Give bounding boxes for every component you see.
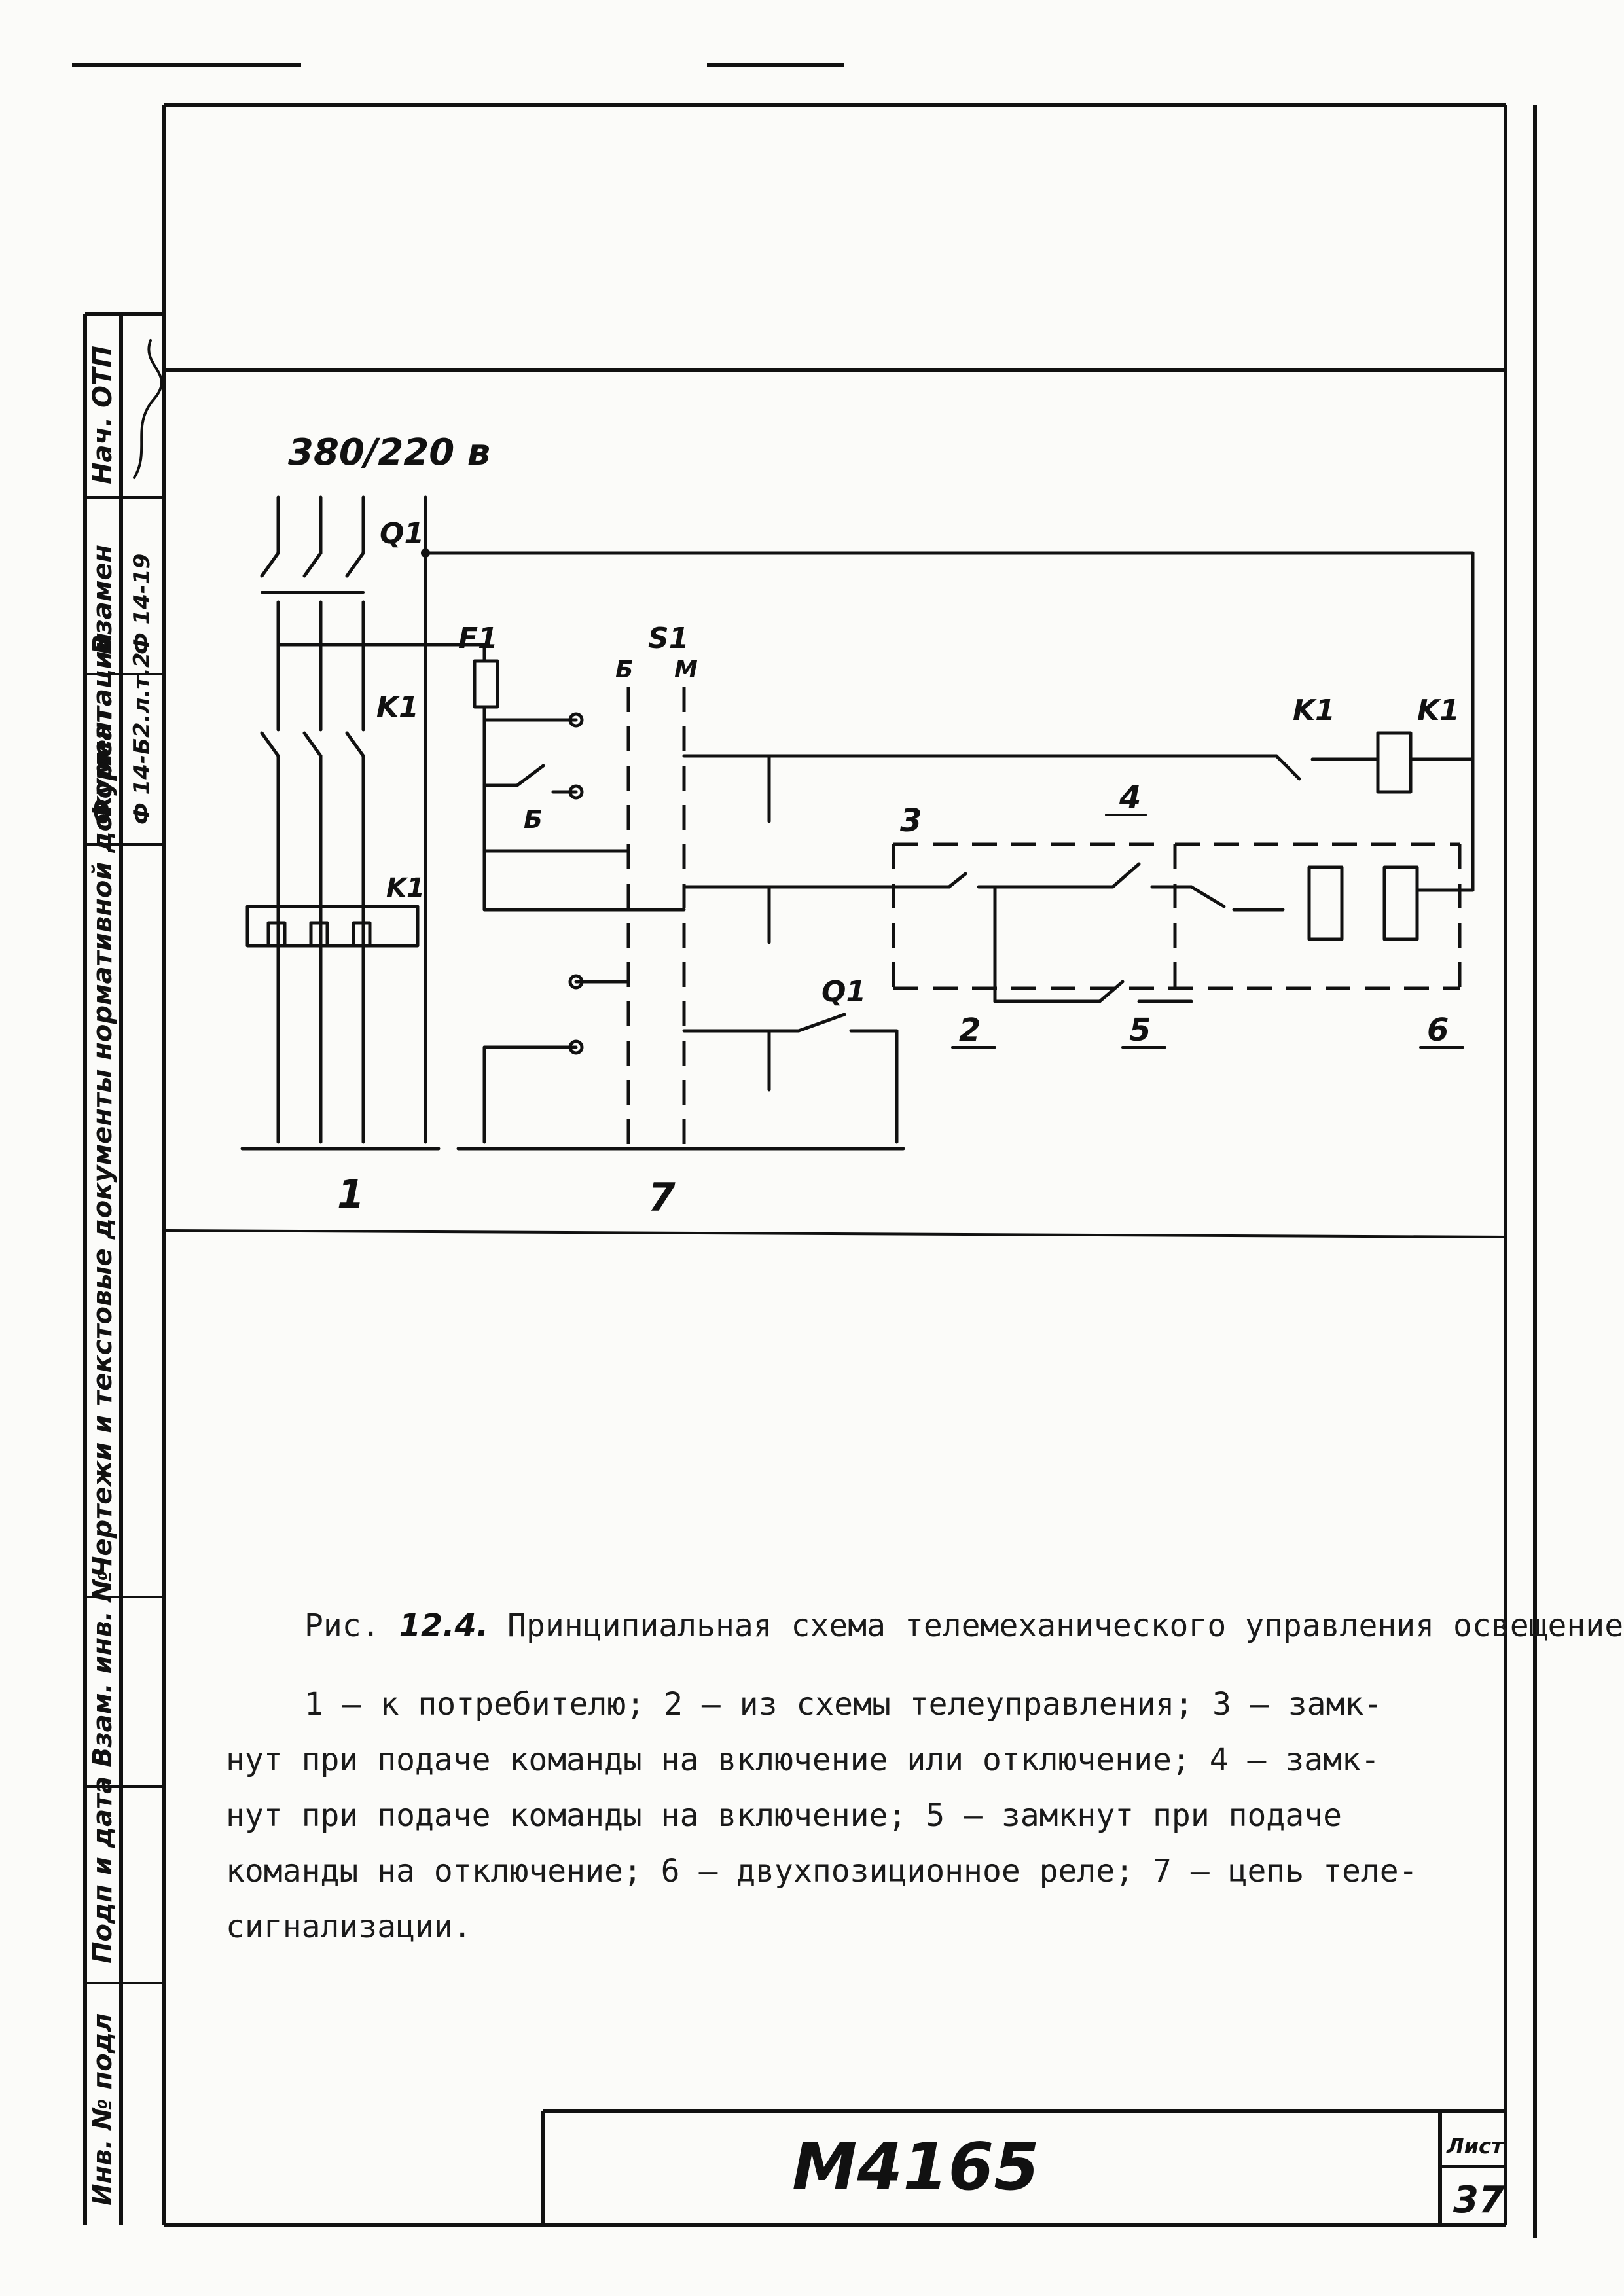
stamp-field-replace-inv: Взам. инв. № xyxy=(88,1570,118,1767)
label-s1: S1 xyxy=(648,622,689,655)
label-k1-contacts: K1 xyxy=(376,691,419,724)
label-number-6: 6 xyxy=(1427,1012,1449,1049)
schematic-diagram: 380/220 в xyxy=(240,431,1475,1221)
label-switch-b: Б xyxy=(524,805,543,834)
stamp-value-replaces: Ф 14-19 xyxy=(129,554,155,655)
stamp-strip: Инв. № подл Подп и дата Взам. инв. № Чер… xyxy=(83,312,165,2225)
caption-title-line: Рис. 12.4. Принципиальная схема телемеха… xyxy=(304,1607,1624,1644)
sheet-label: Лист xyxy=(1446,2134,1505,2159)
label-number-2: 2 xyxy=(959,1012,981,1049)
caption-legend-line-2: нут при подаче команды на включение или … xyxy=(226,1742,1380,1778)
label-number-1: 1 xyxy=(337,1172,365,1217)
fuse-f1: F1 xyxy=(458,622,499,912)
figure-caption: Рис. 12.4. Принципиальная схема телемеха… xyxy=(226,1607,1624,1945)
power-circuit-group-1: Q1 K1 K1 1 xyxy=(240,495,1475,1217)
stamp-field-replaces: Взамен xyxy=(88,545,118,655)
sheet-number: 37 xyxy=(1453,2179,1504,2221)
stamp-field-format: Формат xyxy=(88,706,118,825)
document-number: М4165 xyxy=(792,2128,1039,2205)
stamp-field-sign-date: Подп и дата xyxy=(88,1776,118,1964)
label-number-4: 4 xyxy=(1119,780,1141,816)
label-k1-aux: K1 xyxy=(1293,694,1335,727)
label-k1-coil: K1 xyxy=(1417,694,1460,727)
stamp-field-drawings: Чертежи и текстовые документы нормативно… xyxy=(88,632,118,1577)
label-number-5: 5 xyxy=(1129,1012,1151,1049)
selector-switch-s1: S1 Б М Б xyxy=(482,622,698,1158)
label-k1-thermal: K1 xyxy=(386,873,425,903)
control-circuit: K1 K1 3 4 2 xyxy=(682,694,1475,1049)
label-number-3: 3 xyxy=(900,802,922,839)
caption-legend-line-4: команды на отключение; 6 — двухпозиционн… xyxy=(226,1853,1418,1890)
stamp-value-format: Ф 14-Б2.л.т.2 xyxy=(129,652,155,825)
caption-legend-line-1: 1 — к потребителю; 2 — из схемы телеупра… xyxy=(304,1686,1382,1723)
label-s1-b: Б xyxy=(615,656,633,683)
telesignal-circuit-7: Q1 7 xyxy=(456,975,905,1221)
stamp-field-head: Нач. ОТП xyxy=(88,346,118,484)
caption-legend-line-5: сигнализации. xyxy=(226,1909,472,1945)
thermal-relay-k1 xyxy=(245,905,420,948)
title-block: М4165 Лист 37 xyxy=(541,2109,1507,2225)
stamp-field-inv-no: Инв. № подл xyxy=(88,2013,118,2206)
label-number-7: 7 xyxy=(648,1175,676,1221)
caption-prefix: Рис. xyxy=(304,1607,380,1644)
voltage-label: 380/220 в xyxy=(288,431,490,474)
caption-title: Принципиальная схема телемеханического у… xyxy=(507,1607,1624,1644)
label-s1-m: М xyxy=(674,656,698,683)
label-q1-aux: Q1 xyxy=(821,975,866,1009)
caption-figure-number: 12.4. xyxy=(399,1607,489,1644)
label-q1-main: Q1 xyxy=(380,517,424,550)
stamp-signature xyxy=(133,339,163,479)
caption-legend-line-3: нут при подаче команды на включение; 5 —… xyxy=(226,1797,1342,1834)
lower-divider xyxy=(162,1229,1507,1238)
label-f1: F1 xyxy=(458,622,498,655)
